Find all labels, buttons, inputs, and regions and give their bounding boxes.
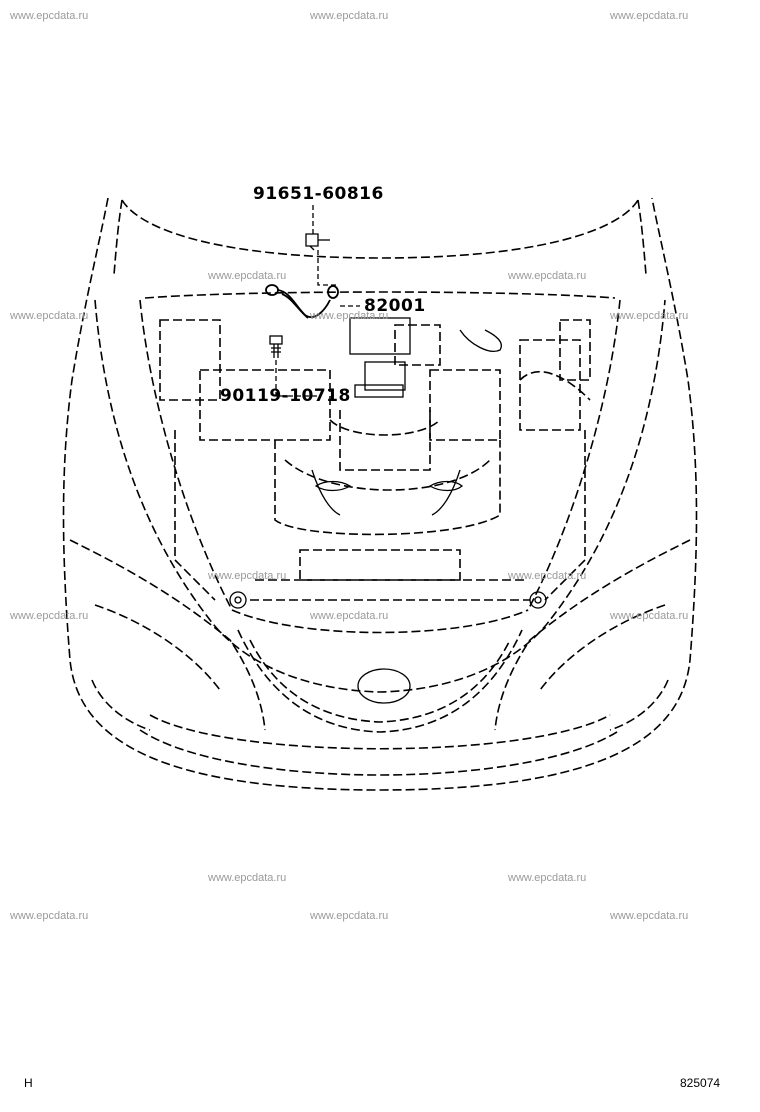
part-callout-bolt-upper[interactable]: 91651-60816 xyxy=(253,184,384,204)
watermark: www.epcdata.ru xyxy=(310,610,389,622)
emblem xyxy=(357,668,411,704)
vehicle-body-outline xyxy=(62,197,698,791)
watermark: www.epcdata.ru xyxy=(208,872,287,884)
watermark: www.epcdata.ru xyxy=(610,310,689,322)
watermark: www.epcdata.ru xyxy=(208,570,287,582)
watermark: www.epcdata.ru xyxy=(10,310,89,322)
watermark: www.epcdata.ru xyxy=(10,10,89,22)
part-callout-bolt-lower[interactable]: 90119-10718 xyxy=(220,386,351,406)
ground-cable xyxy=(265,284,339,319)
watermark: www.epcdata.ru xyxy=(310,10,389,22)
watermark: www.epcdata.ru xyxy=(508,270,587,282)
watermark: www.epcdata.ru xyxy=(508,570,587,582)
engine-components xyxy=(159,317,591,609)
watermark: www.epcdata.ru xyxy=(310,910,389,922)
watermark: www.epcdata.ru xyxy=(208,270,287,282)
watermark: www.epcdata.ru xyxy=(10,910,89,922)
watermark: www.epcdata.ru xyxy=(508,872,587,884)
bolt-lower xyxy=(269,335,283,358)
watermark: www.epcdata.ru xyxy=(610,10,689,22)
watermark: www.epcdata.ru xyxy=(610,910,689,922)
leader-bolt-lower xyxy=(275,360,318,397)
watermark: www.epcdata.ru xyxy=(310,310,389,322)
watermark: www.epcdata.ru xyxy=(10,610,89,622)
illustration-number: 825074 xyxy=(680,1076,721,1090)
watermark: www.epcdata.ru xyxy=(610,610,689,622)
part-callout-ground-cable[interactable]: 82001 xyxy=(364,296,426,316)
leader-ground-cable xyxy=(317,250,336,286)
front-grille xyxy=(237,629,523,733)
section-code: H xyxy=(24,1076,33,1090)
bolt-upper xyxy=(305,233,330,251)
